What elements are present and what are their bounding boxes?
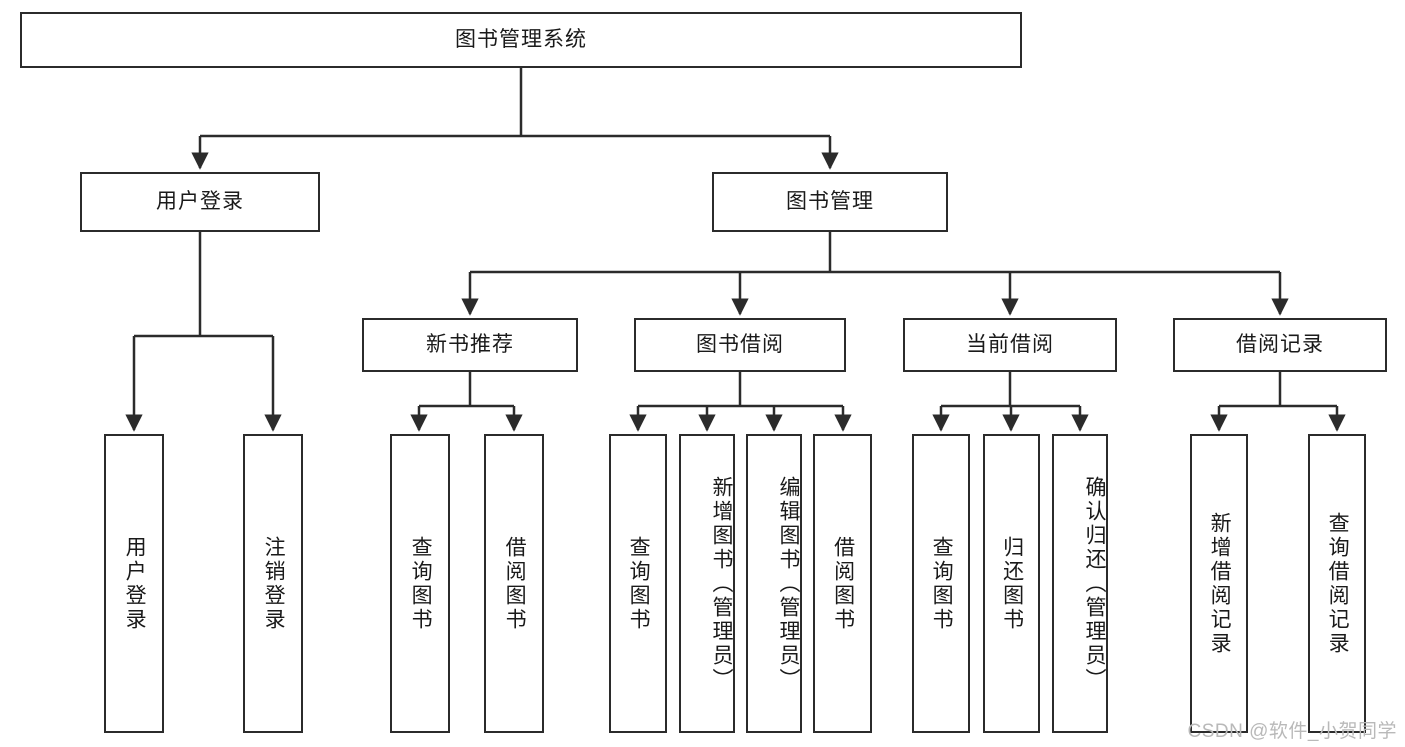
leaf-add-book-admin-label: 新增图书（管理员）	[710, 475, 733, 692]
leaf-query-book-current-label: 查询图书	[930, 535, 954, 632]
node-current-borrow[interactable]: 当前借阅	[903, 318, 1117, 372]
leaf-user-logout[interactable]: 注销登录	[243, 434, 303, 733]
leaf-borrow-book-label: 借阅图书	[831, 535, 855, 632]
node-root[interactable]: 图书管理系统	[20, 12, 1022, 68]
leaf-return-book-label: 归还图书	[1000, 535, 1024, 632]
node-book-borrow-label: 图书借阅	[696, 333, 784, 357]
leaf-add-borrow-record[interactable]: 新增借阅记录	[1190, 434, 1248, 733]
node-new-book-recommend-label: 新书推荐	[426, 333, 514, 357]
node-user-login-label: 用户登录	[156, 190, 244, 214]
node-current-borrow-label: 当前借阅	[966, 333, 1054, 357]
leaf-query-borrow-record-label: 查询借阅记录	[1326, 511, 1350, 656]
leaf-query-book-borrow[interactable]: 查询图书	[609, 434, 667, 733]
node-root-label: 图书管理系统	[455, 28, 587, 52]
leaf-user-login-label: 用户登录	[123, 535, 147, 632]
leaf-user-logout-label: 注销登录	[262, 535, 286, 632]
leaf-query-book-rec-label: 查询图书	[409, 535, 433, 632]
leaf-query-book-borrow-label: 查询图书	[627, 535, 651, 632]
leaf-confirm-return-admin[interactable]: 确认归还（管理员）	[1052, 434, 1108, 733]
node-user-login[interactable]: 用户登录	[80, 172, 320, 232]
leaf-add-borrow-record-label: 新增借阅记录	[1208, 511, 1232, 656]
leaf-edit-book-admin[interactable]: 编辑图书（管理员）	[746, 434, 802, 733]
watermark: CSDN @软件_小贺同学	[1187, 721, 1397, 742]
node-borrow-record[interactable]: 借阅记录	[1173, 318, 1387, 372]
node-book-manage[interactable]: 图书管理	[712, 172, 948, 232]
leaf-query-borrow-record[interactable]: 查询借阅记录	[1308, 434, 1366, 733]
leaf-edit-book-admin-label: 编辑图书（管理员）	[777, 475, 800, 692]
leaf-query-book-current[interactable]: 查询图书	[912, 434, 970, 733]
leaf-borrow-book[interactable]: 借阅图书	[813, 434, 872, 733]
leaf-user-login[interactable]: 用户登录	[104, 434, 164, 733]
node-book-manage-label: 图书管理	[786, 190, 874, 214]
leaf-borrow-book-rec[interactable]: 借阅图书	[484, 434, 544, 733]
node-new-book-recommend[interactable]: 新书推荐	[362, 318, 578, 372]
leaf-borrow-book-rec-label: 借阅图书	[503, 535, 527, 632]
leaf-query-book-rec[interactable]: 查询图书	[390, 434, 450, 733]
node-borrow-record-label: 借阅记录	[1236, 333, 1324, 357]
leaf-return-book[interactable]: 归还图书	[983, 434, 1040, 733]
leaf-add-book-admin[interactable]: 新增图书（管理员）	[679, 434, 735, 733]
node-book-borrow[interactable]: 图书借阅	[634, 318, 846, 372]
leaf-confirm-return-admin-label: 确认归还（管理员）	[1083, 475, 1106, 692]
